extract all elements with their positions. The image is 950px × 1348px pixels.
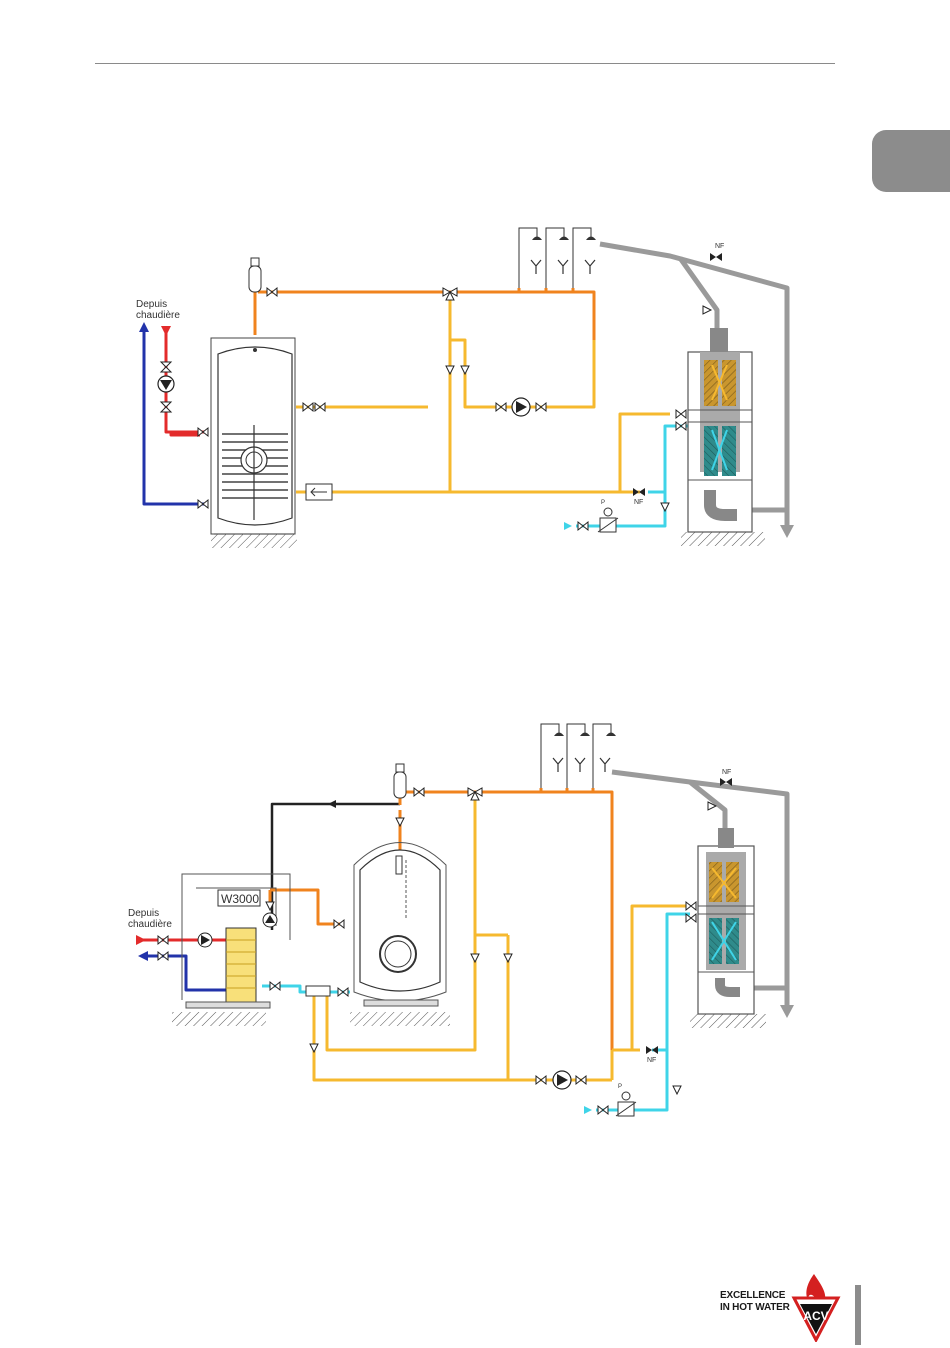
secondary-pump-icon — [263, 913, 277, 927]
storage-tank — [350, 843, 450, 1027]
storage-tank — [211, 338, 297, 548]
boiler-pump-icon — [158, 362, 174, 412]
exchanger-label: W3000 — [221, 892, 259, 906]
cold-water-line — [576, 426, 690, 526]
pressure-label: P — [618, 1084, 622, 1090]
boiler-arrow-down — [161, 326, 171, 336]
header-rule — [95, 63, 835, 64]
expansion-vessel-icon — [249, 258, 261, 292]
drain-arrow — [780, 1005, 794, 1018]
mixing-valve-icon — [443, 288, 457, 300]
drain-arrow — [780, 525, 794, 538]
label-from-boiler-2: chaudière — [136, 310, 180, 321]
nf-label-2: NF — [634, 499, 643, 506]
label-from-boiler-1: Depuis — [128, 908, 159, 919]
cold-inlet-arrow — [584, 1106, 592, 1114]
hot-water-line — [270, 788, 612, 1050]
heat-recovery-unit — [690, 828, 766, 1028]
mixing-valve-icon — [468, 788, 482, 800]
expansion-vessel-icon — [394, 764, 406, 798]
nf-label-2: NF — [647, 1057, 656, 1064]
boiler-arrow-up — [139, 322, 149, 332]
nf-label-1: NF — [722, 769, 731, 776]
label-from-boiler-1: Depuis — [136, 299, 167, 310]
boiler-arrow-out — [138, 951, 148, 961]
shower-group — [519, 228, 596, 292]
acv-logo: ACV — [786, 1270, 846, 1342]
brand-text: ACV — [803, 1309, 828, 1323]
footer-bar — [855, 1285, 861, 1345]
tagline-line2: IN HOT WATER — [720, 1302, 790, 1313]
diagram-bottom: Depuis chaudière W3000 — [0, 710, 950, 1130]
circulation-line — [296, 300, 670, 492]
pressure-reducer-icon — [616, 1092, 636, 1116]
filter-icon — [306, 986, 330, 996]
cold-inlet-arrow — [564, 522, 572, 530]
section-tab — [872, 130, 950, 192]
boiler-arrow-in — [136, 935, 146, 945]
check-valve-icon — [306, 484, 332, 500]
boiler-loop — [144, 328, 205, 504]
nf-label-1: NF — [715, 243, 724, 250]
tagline-line1: EXCELLENCE — [720, 1290, 785, 1301]
primary-pump-icon — [198, 933, 212, 947]
shower-group — [541, 724, 616, 788]
pressure-label: P — [601, 500, 605, 506]
heat-recovery-unit — [681, 328, 765, 546]
flow-arrow — [328, 800, 336, 808]
circulation-pump-icon — [512, 398, 530, 416]
pressure-reducer-icon — [598, 508, 618, 532]
diagram-top: Depuis chaudière — [0, 200, 950, 560]
circulation-pump-icon — [553, 1071, 571, 1089]
label-from-boiler-2: chaudière — [128, 919, 172, 930]
